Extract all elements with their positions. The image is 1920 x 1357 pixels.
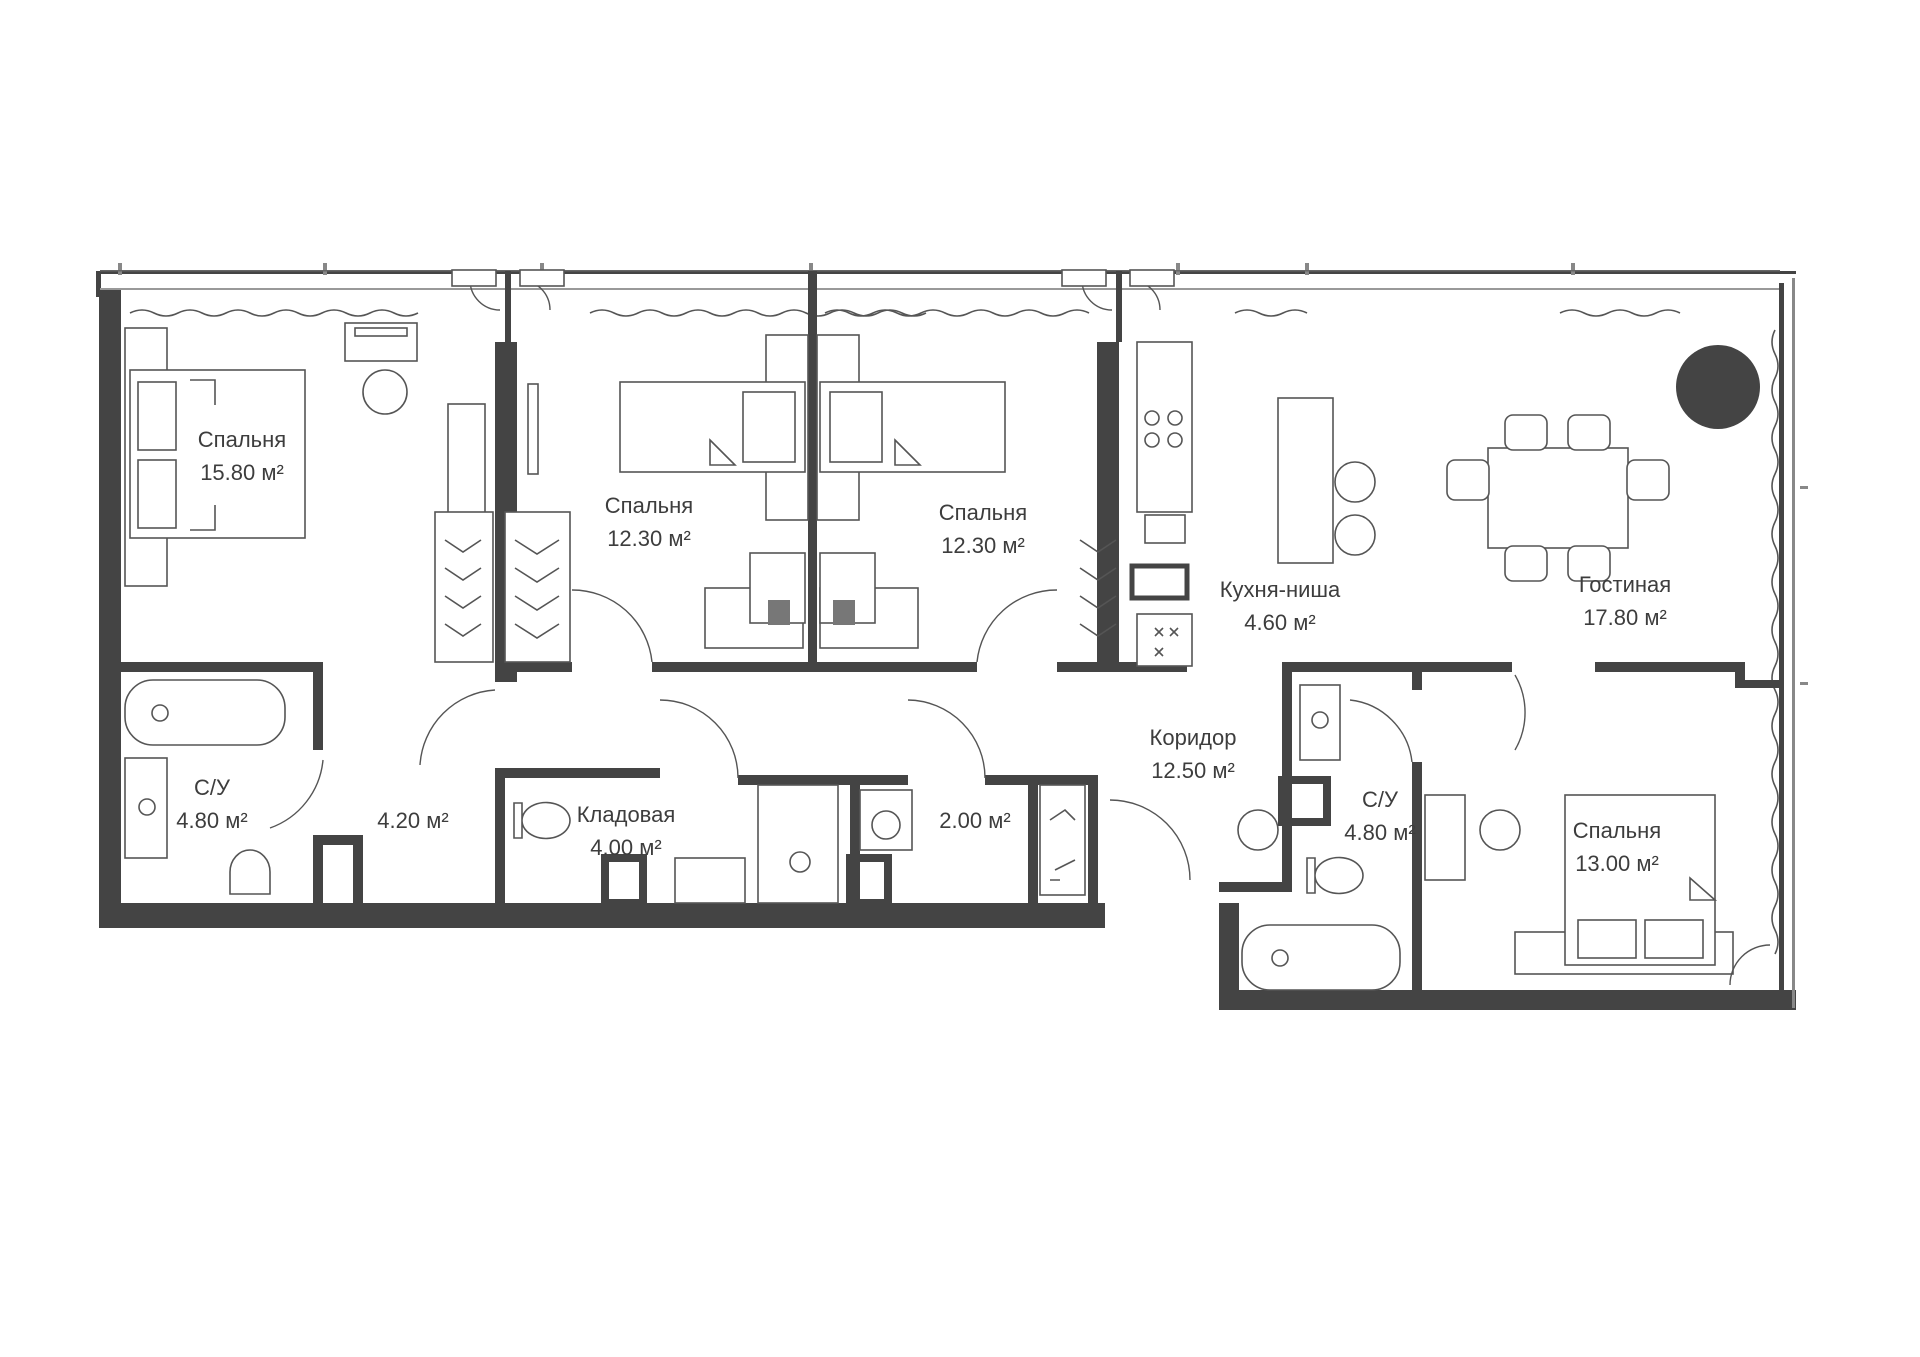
room-name-storage: Кладовая	[577, 802, 676, 827]
chair-icon	[704, 552, 919, 649]
bathtub-icon-2	[1237, 684, 1401, 991]
room-name-kitchen: Кухня-ниша	[1220, 577, 1341, 602]
room-area-bedroom4: 13.00 м²	[1575, 851, 1659, 876]
exterior-walls	[96, 271, 1808, 1010]
room-name-bath2: С/У	[1362, 787, 1399, 812]
room-name-bedroom3: Спальня	[939, 500, 1027, 525]
room-area-storage: 4.00 м²	[590, 835, 661, 860]
room-area-bedroom3: 12.30 м²	[941, 533, 1025, 558]
hanger-icon	[444, 539, 1117, 639]
room-area-hall1: 4.20 м²	[377, 808, 448, 833]
stove-icon	[1136, 341, 1376, 667]
window-icon	[451, 269, 1175, 287]
washing-machine-icon	[757, 784, 913, 904]
room-area-living: 17.80 м²	[1583, 605, 1667, 630]
dining-table-icon	[1446, 414, 1670, 582]
room-name-corridor: Коридор	[1150, 725, 1237, 750]
room-area-bedroom1: 15.80 м²	[200, 460, 284, 485]
interior-walls	[121, 271, 1783, 992]
room-labels: Спальня 15.80 м² Спальня 12.30 м² Спальн…	[176, 427, 1671, 876]
room-area-bath2: 4.80 м²	[1344, 820, 1415, 845]
sink-icon	[124, 757, 746, 904]
plant-icon	[1676, 345, 1760, 429]
room-area-bedroom2: 12.30 м²	[607, 526, 691, 551]
room-area-kitchen: 4.60 м²	[1244, 610, 1315, 635]
bed-icon-twin	[619, 334, 1006, 521]
room-name-bedroom1: Спальня	[198, 427, 286, 452]
room-name-bath1: С/У	[194, 775, 231, 800]
utility-fixtures	[1039, 784, 1086, 896]
room-name-living: Гостиная	[1579, 572, 1671, 597]
toilet-icon	[229, 801, 1364, 895]
room-name-bedroom4: Спальня	[1573, 818, 1661, 843]
curtain-icon	[129, 309, 1779, 955]
room-area-bath1: 4.80 м²	[176, 808, 247, 833]
bed-icon	[124, 327, 306, 587]
desk-icon	[344, 322, 418, 415]
window-frames	[100, 263, 1780, 275]
room-area-laundry: 2.00 м²	[939, 808, 1010, 833]
bathtub-icon	[124, 679, 286, 746]
bed-icon-4	[1424, 794, 1734, 975]
room-name-bedroom2: Спальня	[605, 493, 693, 518]
room-area-corridor: 12.50 м²	[1151, 758, 1235, 783]
